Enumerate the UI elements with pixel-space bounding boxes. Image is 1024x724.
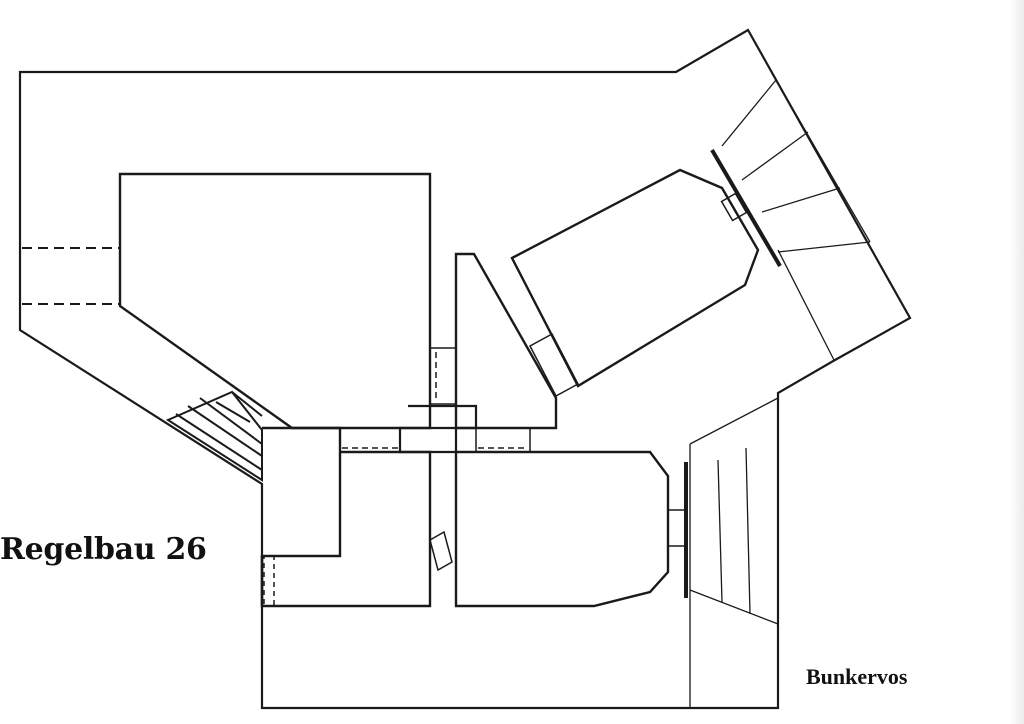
room-southeast	[454, 450, 670, 608]
doorway-southwest	[263, 555, 275, 607]
corridor-cross	[398, 404, 478, 454]
source-credit: Bunkervos	[806, 664, 908, 689]
doorway-west-passage	[339, 427, 401, 453]
casemate-embrasure-se	[667, 509, 687, 547]
outer-wall	[18, 28, 912, 710]
room-northwest	[118, 172, 432, 430]
doorway-north	[429, 347, 457, 405]
embrasure-steps-se	[689, 397, 779, 708]
room-central-triangle	[454, 252, 558, 430]
diagram-title: Regelbau 26	[0, 532, 207, 567]
embrasure-face-ne	[710, 148, 782, 268]
room-southwest	[260, 426, 432, 608]
embrasure-steps-ne	[721, 79, 871, 361]
stairway-southwest	[165, 390, 263, 482]
doorway-south-central	[429, 530, 453, 572]
room-northeast	[510, 168, 760, 388]
doorway-ne-room	[528, 332, 580, 398]
scan-edge-shadow	[1010, 0, 1024, 724]
